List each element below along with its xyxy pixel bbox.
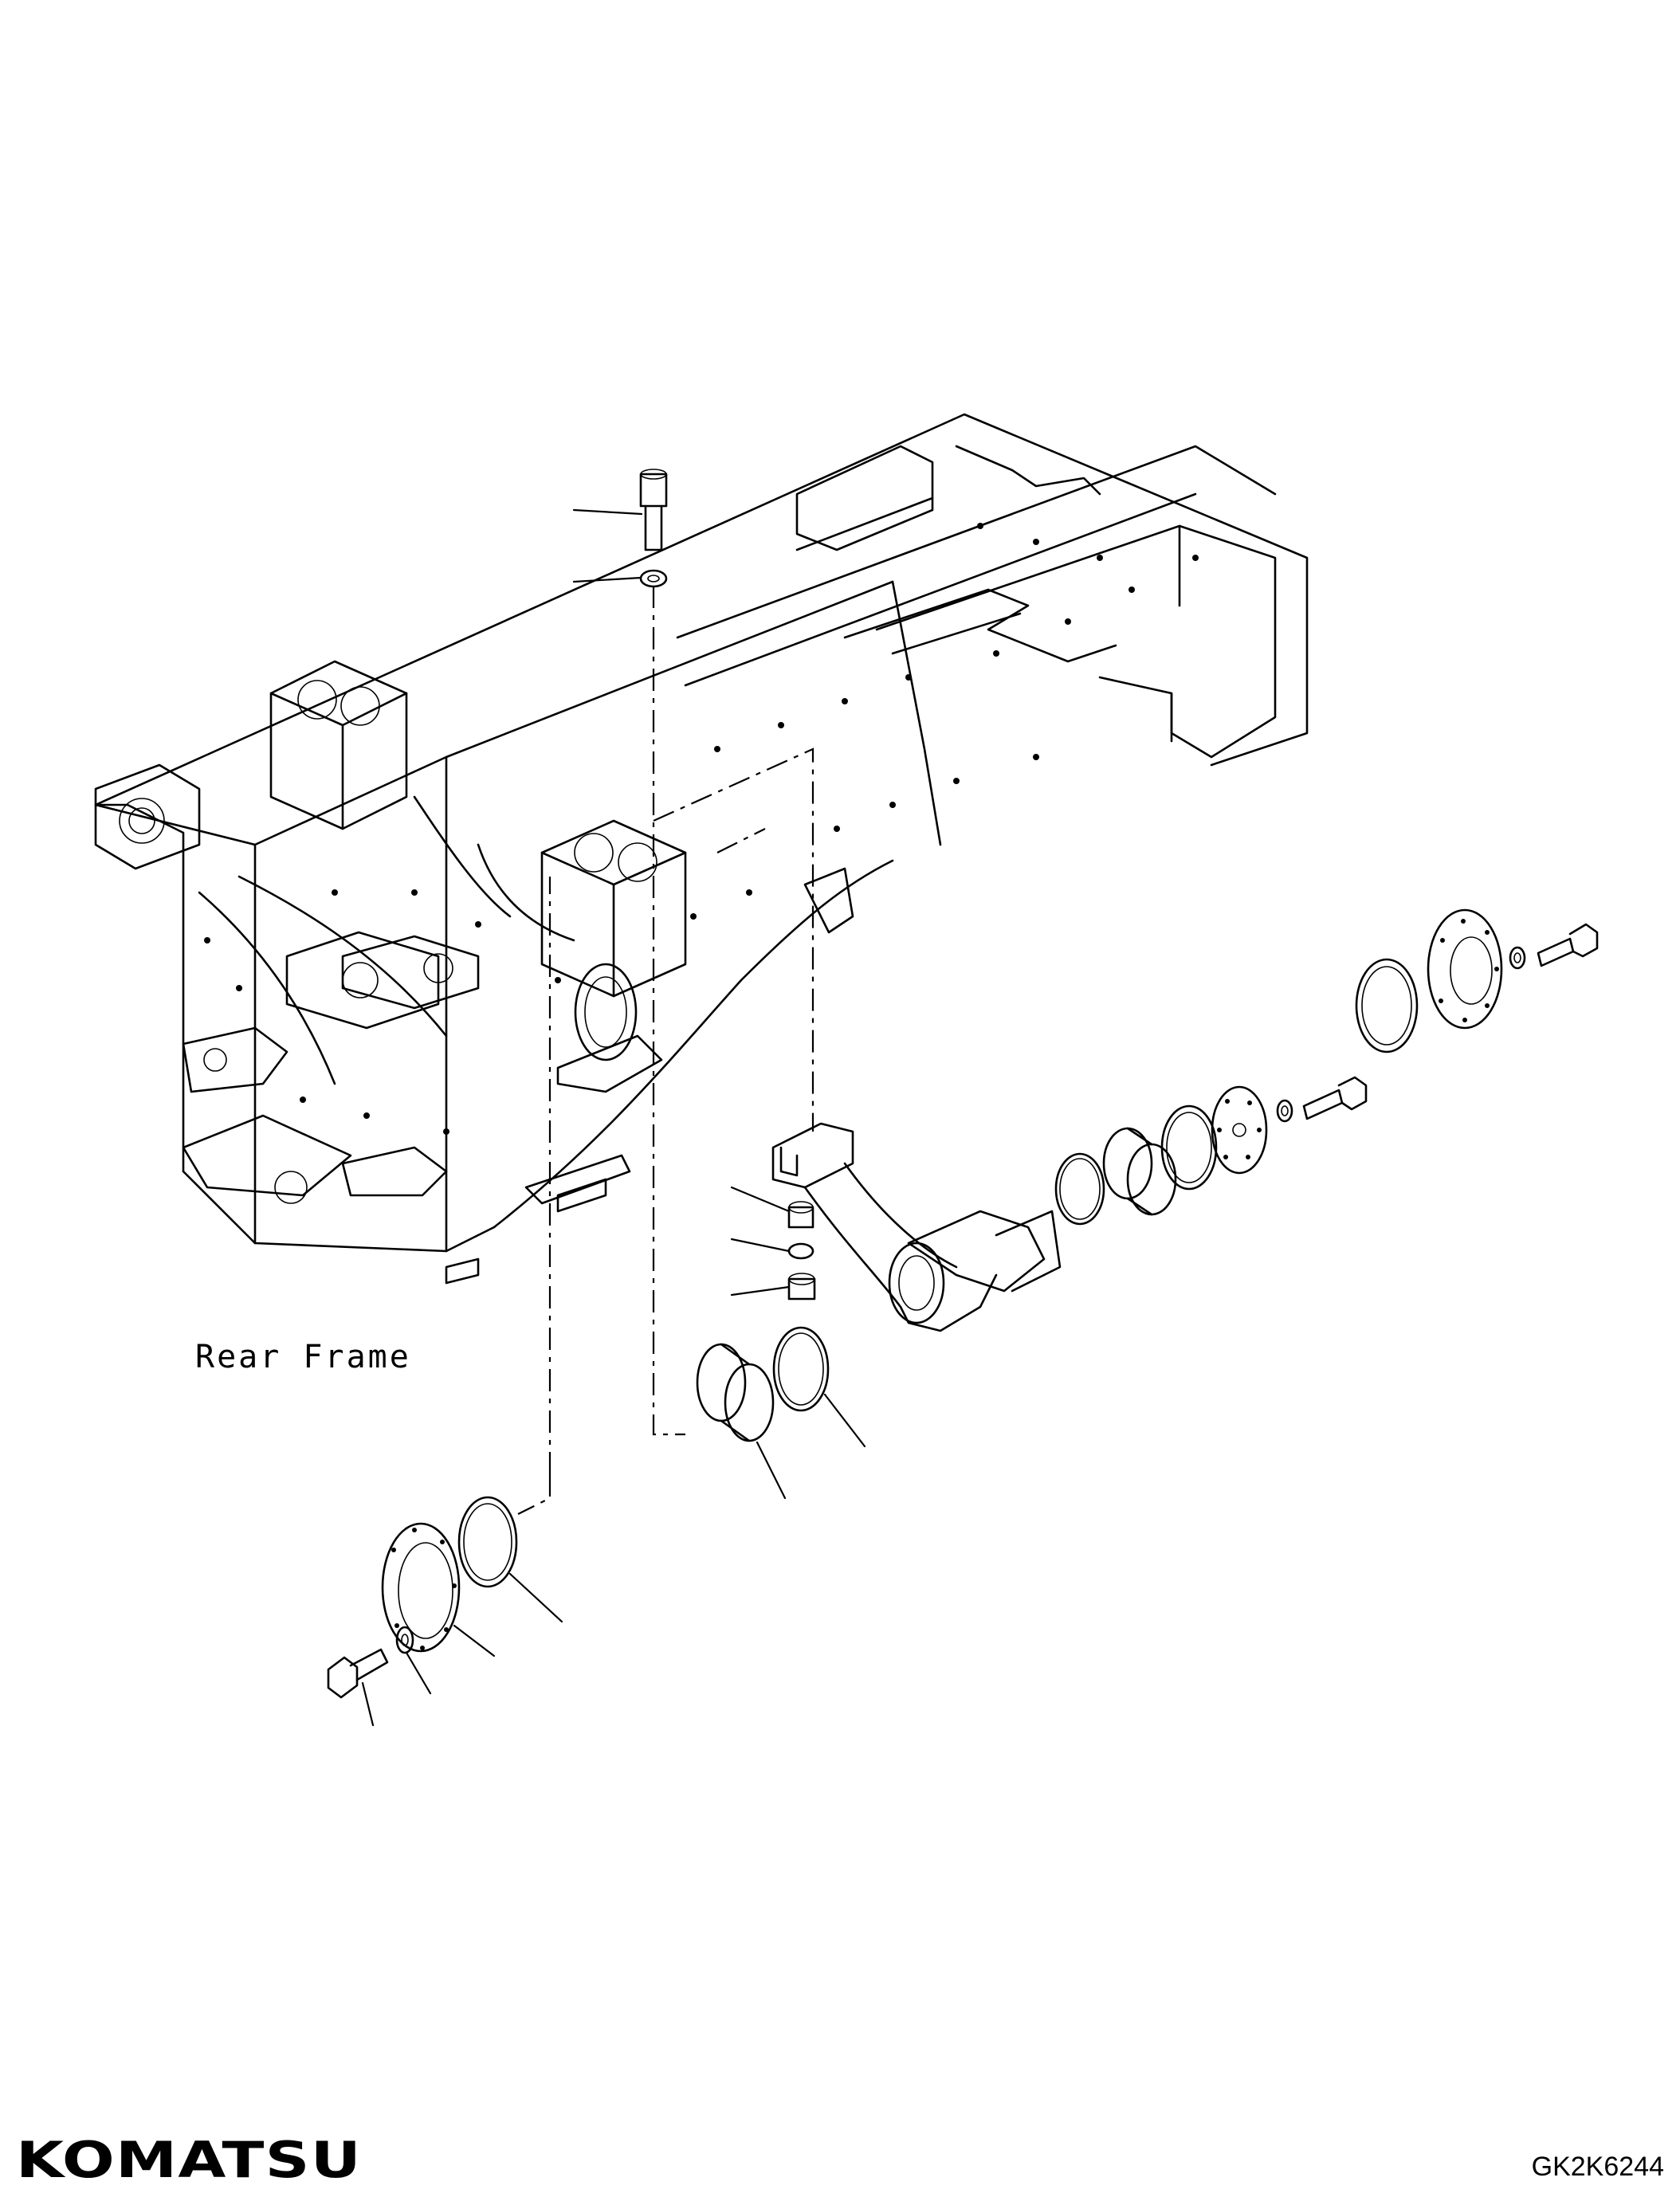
front-bushing xyxy=(696,1343,775,1442)
leader-spacer-3 xyxy=(730,1285,791,1297)
outer-cover-plate xyxy=(1427,908,1503,1030)
rear-shim xyxy=(1160,1104,1218,1191)
lower-cover-plate xyxy=(381,1522,461,1653)
rear-o-ring-small xyxy=(1054,1152,1105,1226)
front-o-ring xyxy=(772,1326,830,1412)
leader-lower-o-ring xyxy=(508,1572,563,1623)
leader-top-bolt xyxy=(572,508,643,516)
drawing-number: GK2K6244 xyxy=(1531,2152,1664,2182)
rear-bushing xyxy=(1102,1127,1177,1216)
leader-lower-washer xyxy=(405,1651,432,1695)
assembly-centerlines xyxy=(517,586,814,1515)
outer-bolt xyxy=(1537,923,1599,967)
leader-front-bushing xyxy=(756,1441,787,1500)
rear-frame xyxy=(94,413,1309,1285)
rear-retainer-plate xyxy=(1211,1085,1268,1175)
rear-washer-small xyxy=(1276,1099,1293,1123)
lower-bolt xyxy=(327,1648,389,1699)
leader-top-washer xyxy=(572,576,642,583)
leader-spacer-2 xyxy=(730,1238,791,1253)
rear-bolt-center xyxy=(1302,1076,1368,1120)
outer-shim xyxy=(1355,958,1419,1053)
top-bolt xyxy=(639,469,668,551)
outer-washer xyxy=(1509,946,1526,970)
center-spacer-stack xyxy=(787,1201,816,1301)
leader-spacer-1 xyxy=(730,1186,791,1213)
lower-washer xyxy=(395,1626,414,1654)
top-washer xyxy=(639,569,668,588)
brand-logo: KOMATSU xyxy=(16,2131,362,2189)
lower-o-ring xyxy=(457,1496,518,1588)
rear-frame-label: Rear Frame xyxy=(195,1339,411,1375)
leader-lower-bolt xyxy=(361,1681,375,1727)
axle-support-bracket xyxy=(771,1122,1062,1332)
leader-lower-cover xyxy=(453,1624,496,1658)
leader-front-o-ring xyxy=(823,1393,866,1448)
